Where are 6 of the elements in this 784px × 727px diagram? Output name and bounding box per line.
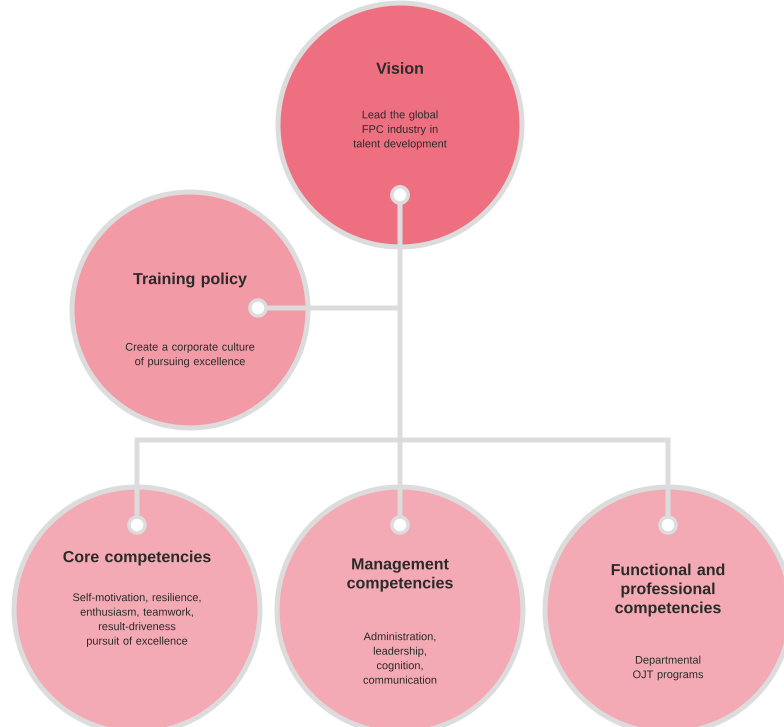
circle-node: Management competencies Administration, leadership, cognition, communication	[274, 484, 526, 727]
circle-node: Core competencies Self-motivation, resilience, enthusiasm, teamwork, result-driveness pursuit of excellence	[12, 484, 262, 727]
circle-node: Vision Lead the global FPC industry in talent development	[276, 0, 524, 250]
circle-node: Training policy Create a corporate culture of pursuing excellence	[70, 190, 310, 430]
connector-line	[390, 185, 678, 535]
circle-node: Functional and professional competencies Departmental OJT programs	[542, 484, 784, 727]
